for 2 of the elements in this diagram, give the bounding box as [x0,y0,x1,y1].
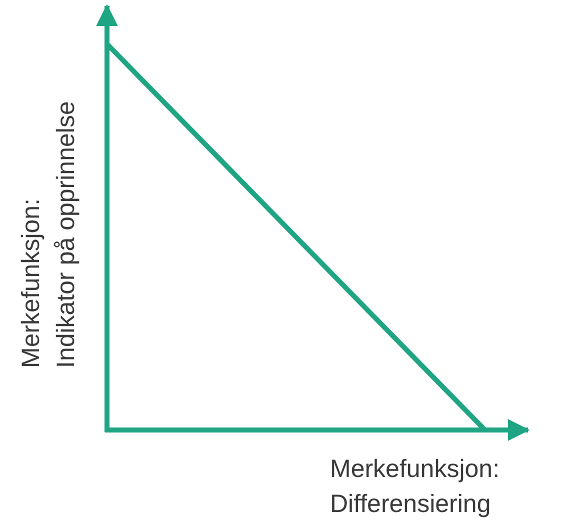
axis-label: Merkefunksjon: Differensiering [330,454,500,520]
axis-label: Merkefunksjon: Indikator på opprinnelse [16,101,81,368]
